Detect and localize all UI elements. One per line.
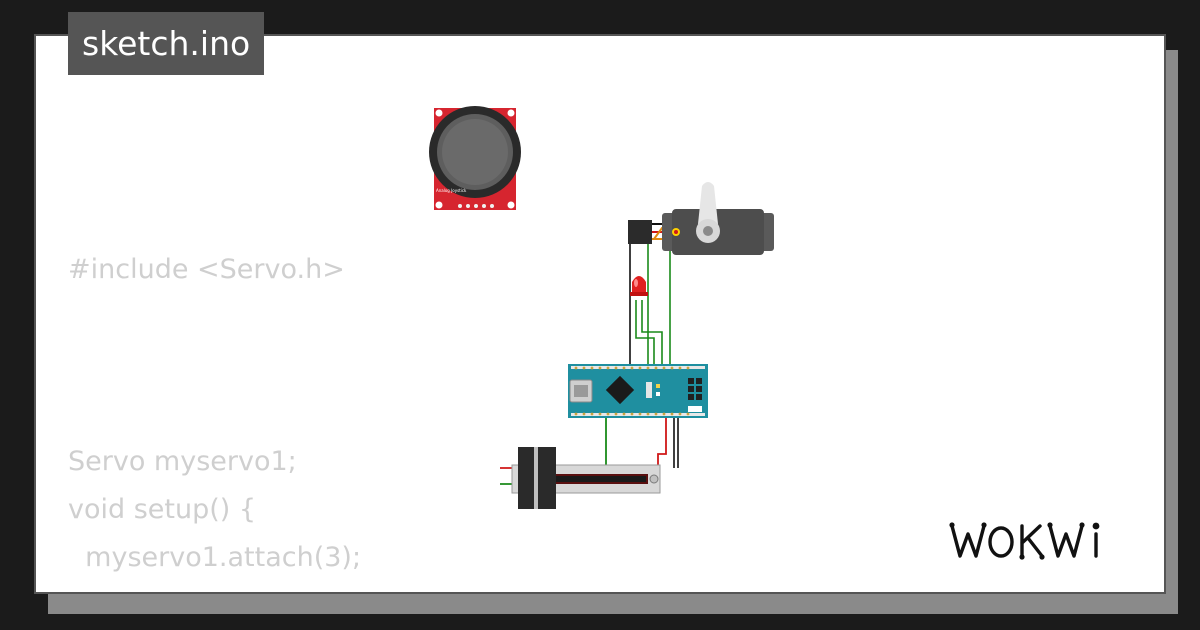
joystick-module: Analog Joystick xyxy=(429,106,521,210)
code-preview: #include <Servo.h> Servo myservo1; void se… xyxy=(68,246,362,592)
led-red xyxy=(630,276,648,296)
arduino-nano xyxy=(568,364,708,418)
sketch-title: sketch.ino xyxy=(68,12,265,75)
servo-motor xyxy=(628,182,774,255)
wokwi-logo xyxy=(949,522,1100,560)
circuit-diagram: Analog Joystick xyxy=(429,106,774,509)
preview-card: #include <Servo.h> Servo myservo1; void se… xyxy=(34,34,1166,594)
code-line: Serial.begin(9600); xyxy=(68,582,361,592)
code-line: void setup() { xyxy=(68,494,257,525)
slide-potentiometer xyxy=(511,447,661,509)
code-line: myservo1.attach(3); xyxy=(68,542,362,573)
code-line: Servo myservo1; xyxy=(68,446,297,477)
joystick-label: Analog Joystick xyxy=(436,188,467,193)
code-line: #include <Servo.h> xyxy=(68,254,345,285)
wires xyxy=(500,223,679,485)
